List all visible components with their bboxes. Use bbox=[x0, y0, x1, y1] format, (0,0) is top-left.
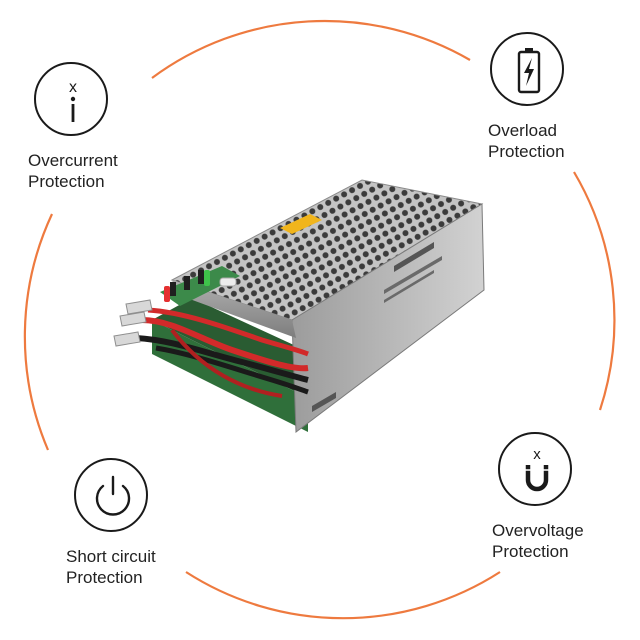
overcurrent-icon: x bbox=[34, 62, 108, 136]
battery-icon bbox=[490, 32, 564, 106]
power-supply-unit-image bbox=[113, 179, 485, 433]
overvoltage-label-line2: Protection bbox=[492, 542, 569, 561]
short-circuit-label-line1: Short circuit bbox=[66, 547, 156, 566]
overcurrent-label-line1: Overcurrent bbox=[28, 151, 118, 170]
overcurrent-label: Overcurrent Protection bbox=[28, 150, 198, 192]
feature-overvoltage: x Overvoltage Protection bbox=[492, 432, 632, 562]
short-circuit-label: Short circuit Protection bbox=[66, 546, 236, 588]
short-circuit-label-line2: Protection bbox=[66, 568, 143, 587]
overvoltage-label: Overvoltage Protection bbox=[492, 520, 632, 562]
feature-overload: Overload Protection bbox=[488, 32, 628, 162]
magnet-icon: x bbox=[498, 432, 572, 506]
overload-label-line2: Protection bbox=[488, 142, 565, 161]
svg-text:x: x bbox=[69, 79, 77, 96]
feature-short-circuit: Short circuit Protection bbox=[66, 458, 236, 588]
overload-label: Overload Protection bbox=[488, 120, 628, 162]
overvoltage-label-line1: Overvoltage bbox=[492, 521, 584, 540]
overcurrent-label-line2: Protection bbox=[28, 172, 105, 191]
svg-text:x: x bbox=[533, 446, 541, 463]
feature-overcurrent: x Overcurrent Protection bbox=[28, 62, 198, 192]
power-icon bbox=[74, 458, 148, 532]
overload-label-line1: Overload bbox=[488, 121, 557, 140]
